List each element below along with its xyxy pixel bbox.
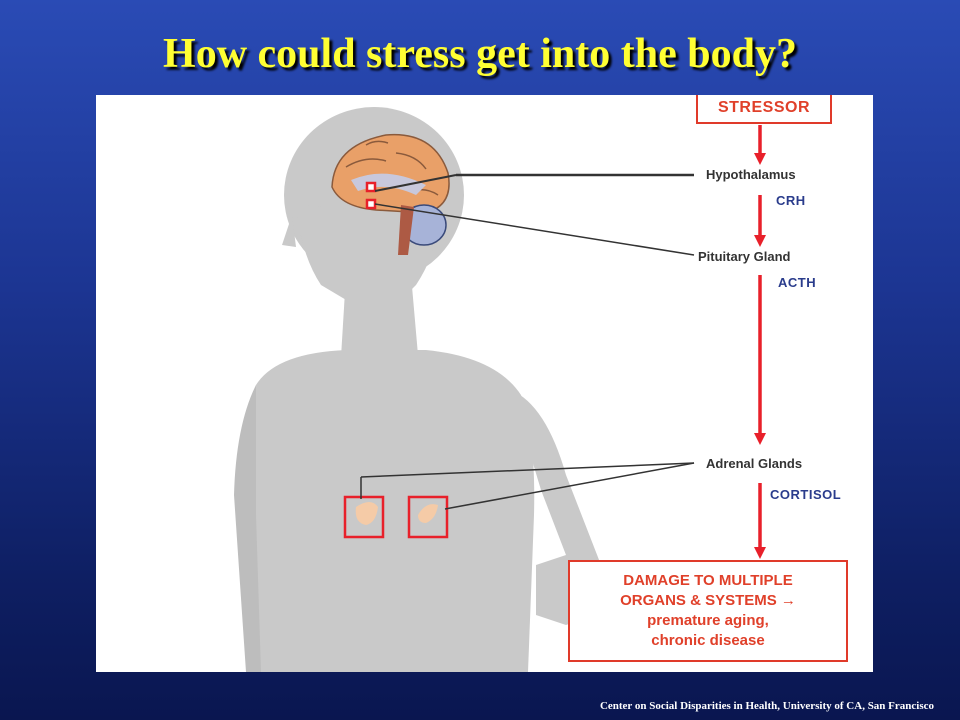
label-acth: ACTH [778,275,817,290]
arrowhead-3 [754,433,766,445]
flow-arrows [754,125,766,559]
leader-hypothalamus-a [374,174,457,192]
adrenal-box-left [343,495,385,539]
body-silhouette-illustration [234,107,766,672]
outcome-line-2: ORGANS & SYSTEMS → [620,592,796,609]
arrowhead-1 [754,153,766,165]
pituitary-marker [365,198,377,210]
diagram-panel: STRESSOR Hypothalamus CRH Pituitary Glan… [96,95,873,672]
label-crh: CRH [776,193,806,208]
leader-adrenal-right [444,462,695,510]
arrowhead-4 [754,547,766,559]
label-adrenal: Adrenal Glands [706,456,803,471]
nose-silhouette [282,215,296,247]
torso-silhouette [247,350,535,672]
brain-inner [351,173,426,195]
outcome-line-1: DAMAGE TO MULTIPLE [623,572,793,589]
hypothalamus-marker [365,181,377,193]
stressor-box: STRESSOR [696,95,832,124]
label-pituitary: Pituitary Gland [698,249,791,264]
label-cortisol: CORTISOL [770,487,842,502]
leader-adrenal-left-a [360,462,695,478]
credit-footer: Center on Social Disparities in Health, … [599,700,934,712]
outcome-box: DAMAGE TO MULTIPLE ORGANS & SYSTEMS → pr… [568,560,848,662]
leader-pituitary [374,203,695,256]
outcome-line-3: premature aging, [647,612,769,629]
brain-cortex [331,133,450,214]
outcome-line-4: chronic disease [651,632,765,649]
adrenal-box-right [407,495,449,539]
brainstem [398,205,414,255]
neck-silhouette [341,275,418,357]
arrowhead-2 [754,235,766,247]
left-arm-silhouette [234,385,261,672]
adrenal-gland-right [418,504,438,523]
adrenal-gland-left [355,502,378,525]
slide-title: How could stress get into the body? [163,31,797,77]
label-hypothalamus: Hypothalamus [706,167,796,182]
